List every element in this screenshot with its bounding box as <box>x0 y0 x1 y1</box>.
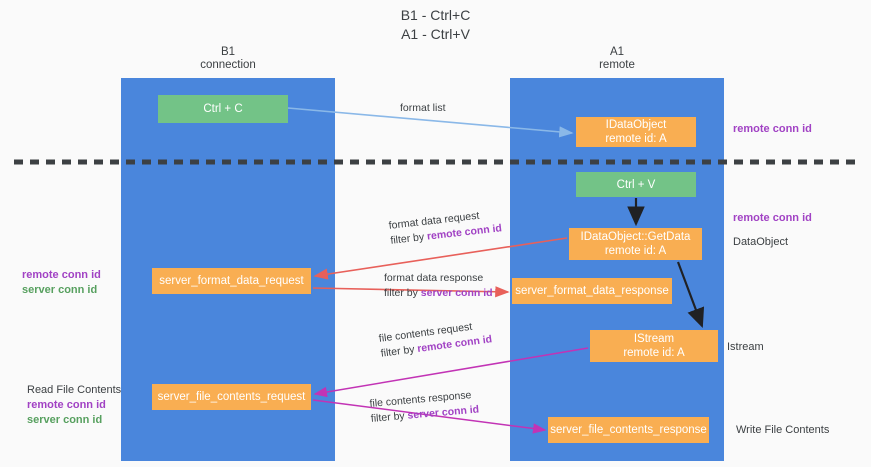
node-getdata-remote-id: remote id: A <box>604 245 667 257</box>
edge-label-format-list-line1: format list <box>400 102 446 114</box>
edge-label-file-contents-response: file contents response filter by server … <box>369 388 480 427</box>
edge-label-file-contents-request: file contents request filter by remote c… <box>378 317 493 361</box>
annotation-right-istream-text: Istream <box>727 341 764 353</box>
diagram-title: B1 - Ctrl+C A1 - Ctrl+V <box>0 6 871 44</box>
node-server-file-contents-response-label: server_file_contents_response <box>550 424 707 436</box>
node-server-format-data-request[interactable]: server_format_data_request <box>152 268 311 294</box>
annotation-left-read-file-contents: Read File Contents <box>27 384 122 396</box>
annotation-right-remote-conn-id-mid-text: remote conn id <box>733 212 812 224</box>
node-server-file-contents-request-label: server_file_contents_request <box>157 391 306 403</box>
node-server-format-data-request-label: server_format_data_request <box>159 275 304 287</box>
node-getdata-title: IDataObject::GetData <box>580 231 691 243</box>
annotation-left-conn-ids-mid: remote conn id server conn id <box>22 268 101 298</box>
node-istream-title: IStream <box>633 333 675 345</box>
lane-header-b1: B1 connection <box>121 46 335 72</box>
annotation-left-read-file-contents-block: Read File Contents remote conn id server… <box>27 383 121 428</box>
edge-label-format-data-response-filter: filter by <box>384 287 421 299</box>
annotation-left-bottom-remote-conn-id: remote conn id <box>27 399 106 411</box>
edge-label-format-data-request-filter: filter by <box>389 230 428 247</box>
node-ctrl-v[interactable]: Ctrl + V <box>576 172 696 197</box>
edge-label-format-data-request: format data request filter by remote con… <box>388 206 503 248</box>
edge-label-format-data-response: format data response filter by server co… <box>384 271 493 301</box>
edge-label-format-data-response-accent: server conn id <box>420 287 493 299</box>
lane-header-a1-name: A1 <box>609 46 625 58</box>
node-istream-remote-id: remote id: A <box>623 347 685 359</box>
title-line-1: B1 - Ctrl+C <box>400 7 471 23</box>
annotation-right-istream: Istream <box>727 340 764 355</box>
edge-label-format-list: format list <box>400 101 446 116</box>
node-idataobject-title: IDataObject <box>605 119 667 131</box>
title-line-2: A1 - Ctrl+V <box>401 26 470 42</box>
node-istream[interactable]: IStream remote id: A <box>590 330 718 362</box>
lane-header-b1-role: connection <box>200 59 256 71</box>
node-ctrl-c[interactable]: Ctrl + C <box>158 95 288 123</box>
edge-label-file-contents-response-filter: filter by <box>370 409 409 425</box>
node-ctrl-c-label: Ctrl + C <box>203 103 243 115</box>
annotation-left-bottom-server-conn-id: server conn id <box>27 414 103 426</box>
annotation-right-write-file-contents: Write File Contents <box>736 423 829 438</box>
node-idataobject-remote-id: remote id: A <box>605 133 667 145</box>
node-idataobject-getdata[interactable]: IDataObject::GetData remote id: A <box>569 228 702 260</box>
lane-header-b1-name: B1 <box>220 46 236 58</box>
lane-header-a1: A1 remote <box>510 46 724 72</box>
lane-header-a1-role: remote <box>599 59 635 71</box>
annotation-left-mid-remote-conn-id: remote conn id <box>22 269 101 281</box>
annotation-left-mid-server-conn-id: server conn id <box>22 284 98 296</box>
node-server-format-data-response-label: server_format_data_response <box>515 285 669 297</box>
edge-label-format-data-response-line1: format data response <box>384 272 484 284</box>
node-ctrl-v-label: Ctrl + V <box>616 178 656 191</box>
edge-label-file-contents-request-filter: filter by <box>380 343 419 360</box>
annotation-right-remote-conn-id-top-text: remote conn id <box>733 123 812 135</box>
annotation-right-remote-conn-id-mid: remote conn id <box>733 211 812 226</box>
node-server-file-contents-response[interactable]: server_file_contents_response <box>548 417 709 443</box>
annotation-right-write-file-contents-text: Write File Contents <box>736 424 830 436</box>
node-idataobject[interactable]: IDataObject remote id: A <box>576 117 696 147</box>
annotation-right-data-object: DataObject <box>733 235 788 250</box>
annotation-right-remote-conn-id-top: remote conn id <box>733 122 812 137</box>
annotation-right-data-object-text: DataObject <box>733 236 789 248</box>
node-server-file-contents-request[interactable]: server_file_contents_request <box>152 384 311 410</box>
node-server-format-data-response[interactable]: server_format_data_response <box>512 278 672 304</box>
